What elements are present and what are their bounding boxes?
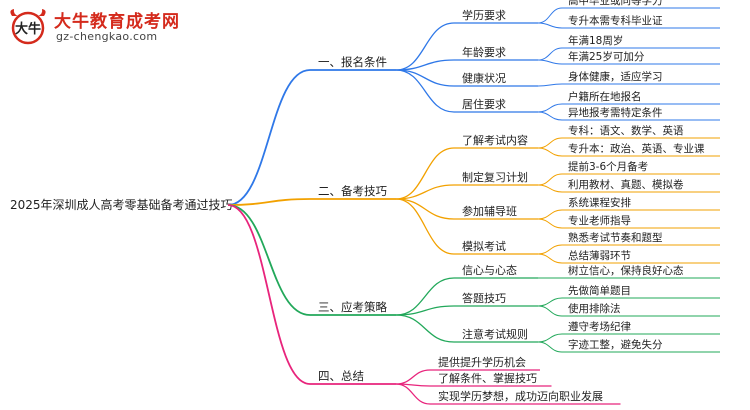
leaf-label: 年满18周岁	[568, 34, 623, 47]
sub-connector	[395, 147, 538, 200]
leaf-label: 总结薄弱环节	[568, 249, 631, 262]
leaf-connector	[537, 147, 720, 157]
leaf-connector	[537, 47, 720, 61]
leaf-connector	[537, 137, 720, 149]
leaf-label: 专升本：政治、英语、专业课	[568, 142, 705, 155]
leaf-connector	[537, 218, 720, 229]
leaf-connector	[537, 103, 720, 113]
leaf-label: 户籍所在地报名	[568, 90, 642, 103]
leaf-connector	[537, 22, 720, 29]
sub-connector	[395, 22, 538, 71]
leaf-label: 年满25岁可加分	[568, 50, 645, 63]
sub-topic-label: 了解条件、掌握技巧	[438, 371, 537, 385]
leaf-label: 利用教材、真题、模拟卷	[568, 178, 684, 191]
sub-topic-label: 年龄要求	[462, 45, 506, 59]
leaf-label: 专业老师指导	[568, 214, 631, 227]
sub-connector	[395, 383, 621, 405]
leaf-label: 专科：语文、数学、英语	[568, 124, 684, 137]
leaf-label: 异地报考需特定条件	[568, 106, 663, 119]
leaf-connector	[537, 333, 720, 343]
leaf-label: 提前3-6个月备考	[568, 160, 648, 173]
leaf-connector	[537, 253, 720, 264]
sub-topic-label: 居住要求	[462, 97, 506, 111]
sub-connector	[395, 69, 538, 113]
leaf-connector	[537, 59, 720, 65]
sub-topic-label: 健康状况	[462, 71, 506, 85]
brand-logo: 大牛 大牛教育成考网 gz-chengkao.com	[6, 6, 206, 50]
leaf-label: 系统课程安排	[568, 196, 631, 209]
branch-label: 一、报名条件	[318, 55, 387, 69]
leaf-label: 身体健康，适应学习	[568, 70, 663, 83]
bull-logo-icon: 大牛	[10, 9, 46, 45]
branch-connector	[227, 204, 396, 385]
leaf-connector	[537, 7, 720, 24]
sub-topic-label: 注意考试规则	[462, 327, 528, 341]
branch-label: 二、备考技巧	[318, 184, 387, 198]
leaf-label: 字迹工整，避免失分	[568, 338, 663, 351]
leaf-label: 熟悉考试节奏和题型	[568, 231, 663, 244]
leaf-label: 先做简单题目	[568, 284, 631, 297]
branch-label: 四、总结	[318, 369, 364, 383]
logo-mark-text: 大牛	[15, 21, 41, 37]
brand-url: gz-chengkao.com	[56, 30, 158, 43]
branch-label: 三、应考策略	[318, 300, 387, 314]
leaf-connector	[537, 173, 720, 186]
sub-connector	[395, 305, 538, 316]
branch-connector	[227, 204, 396, 316]
sub-connector	[395, 184, 538, 200]
branch-connector	[227, 198, 396, 206]
leaf-connector	[537, 111, 720, 121]
leaf-connector	[537, 297, 720, 307]
leaf-label: 专升本需专科毕业证	[568, 14, 663, 27]
leaf-label: 树立信心，保持良好心态	[568, 264, 684, 277]
branch-2: 二、备考技巧 了解考试内容 专科：语文、数学、英语专升本：政治、英语、专业课制定复习…	[227, 124, 720, 264]
sub-connector	[395, 314, 538, 343]
sub-topic-label: 制定复习计划	[462, 170, 528, 184]
leaf-connector	[537, 184, 720, 193]
brand-name: 大牛教育成考网	[54, 12, 180, 32]
leaf-connector	[537, 209, 720, 220]
sub-connector	[395, 69, 538, 87]
sub-connector	[395, 59, 538, 71]
sub-topic-label: 信心与心态	[462, 264, 517, 277]
sub-topic-label: 参加辅导班	[462, 204, 517, 218]
leaf-connector	[537, 83, 720, 87]
branch-connector	[227, 69, 396, 206]
leaf-connector	[537, 305, 720, 317]
sub-connector	[395, 198, 538, 220]
leaf-connector	[537, 341, 720, 353]
sub-topic-label: 实现学历梦想，成功迈向职业发展	[438, 389, 603, 403]
sub-topic-label: 提供提升学历机会	[438, 355, 526, 369]
sub-connector	[395, 277, 538, 316]
leaf-label: 遵守考场纪律	[568, 320, 631, 333]
sub-connector	[395, 198, 538, 255]
root-topic: 2025年深圳成人高考零基础备考通过技巧	[10, 197, 233, 212]
sub-topic-label: 答题技巧	[462, 291, 506, 305]
leaf-connector	[537, 244, 720, 255]
sub-topic-label: 学历要求	[462, 8, 506, 22]
leaf-label: 高中毕业或同等学力	[568, 0, 663, 7]
sub-topic-label: 了解考试内容	[462, 133, 528, 147]
sub-topic-label: 模拟考试	[462, 239, 506, 253]
leaf-label: 使用排除法	[568, 302, 621, 315]
